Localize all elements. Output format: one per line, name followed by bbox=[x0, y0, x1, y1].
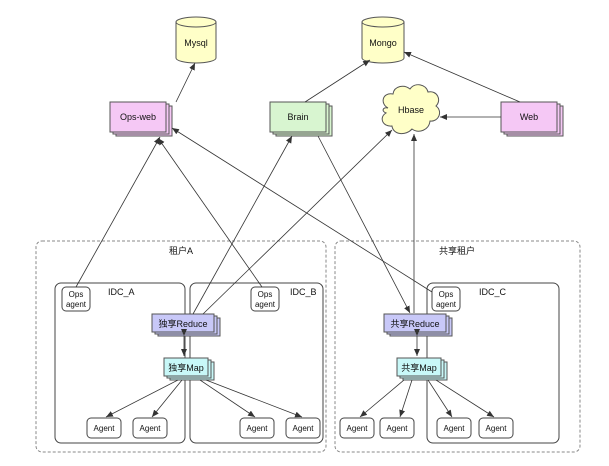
ops-agent-a: Ops agent bbox=[61, 286, 91, 312]
dedicated-map-box: 独享Map bbox=[163, 357, 215, 381]
shared-map-box: 共享Map bbox=[396, 357, 448, 381]
ops-agent-b-line1: Ops bbox=[258, 290, 273, 299]
agent-a1-label: Agent bbox=[94, 424, 116, 433]
region-shared-tenant bbox=[334, 240, 581, 453]
brain-box: Brain bbox=[269, 101, 333, 137]
edge-web-mongo bbox=[403, 51, 521, 103]
agent-c1-label: Agent bbox=[444, 424, 466, 433]
agent-s1: Agent bbox=[339, 417, 375, 439]
edge-opsagent-a-opsweb bbox=[75, 136, 161, 288]
edge-dmap-agent-b1 bbox=[199, 379, 256, 418]
ops-agent-c-line1: Ops bbox=[439, 290, 454, 299]
mongo-label: Mongo bbox=[369, 38, 397, 48]
region-tenant-a-label: 租户A bbox=[169, 245, 193, 256]
edge-smap-agent-c2 bbox=[435, 379, 495, 418]
idc-a-label: IDC_A bbox=[108, 287, 135, 297]
web-label: Web bbox=[520, 112, 538, 122]
ops-web-box: Ops-web bbox=[109, 101, 173, 137]
agent-c2: Agent bbox=[478, 417, 514, 439]
connections bbox=[75, 51, 521, 418]
edge-dreduce-hbase bbox=[202, 129, 393, 315]
idc-b-label: IDC_B bbox=[290, 287, 317, 297]
agent-s2: Agent bbox=[379, 417, 415, 439]
ops-agent-a-line1: Ops bbox=[69, 290, 84, 299]
agent-b2-label: Agent bbox=[293, 424, 315, 433]
agent-s1-label: Agent bbox=[347, 424, 369, 433]
agent-b1: Agent bbox=[239, 417, 275, 439]
shared-map-label: 共享Map bbox=[401, 362, 437, 373]
agent-b1-label: Agent bbox=[247, 424, 269, 433]
dedicated-reduce-label: 独享Reduce bbox=[158, 318, 207, 329]
dedicated-reduce-box: 独享Reduce bbox=[151, 313, 221, 337]
ops-agent-b: Ops agent bbox=[250, 286, 280, 312]
agent-a2: Agent bbox=[132, 417, 168, 439]
edge-smap-agent-c1 bbox=[427, 379, 453, 418]
edge-dreduce-brain bbox=[192, 135, 293, 315]
brain-label: Brain bbox=[287, 112, 308, 122]
edge-brain-mongo bbox=[304, 59, 371, 103]
hbase-label: Hbase bbox=[398, 105, 424, 115]
agent-a2-label: Agent bbox=[140, 424, 162, 433]
edge-opsweb-mysql bbox=[175, 62, 196, 103]
edge-dmap-agent-a2 bbox=[151, 379, 183, 418]
region-tenant-a bbox=[35, 240, 327, 453]
edge-opsagent-c-opsweb bbox=[171, 127, 433, 293]
ops-agent-a-line2: agent bbox=[66, 300, 87, 309]
dedicated-map-label: 独享Map bbox=[168, 362, 204, 373]
agent-c2-label: Agent bbox=[486, 424, 508, 433]
edge-brain-sreduce bbox=[317, 135, 411, 314]
agent-b2: Agent bbox=[285, 417, 321, 439]
hbase-cloud: Hbase bbox=[381, 84, 441, 134]
idc-c-label: IDC_C bbox=[479, 287, 507, 297]
mongo-database: Mongo bbox=[361, 16, 405, 64]
shared-reduce-label: 共享Reduce bbox=[390, 318, 439, 329]
agent-c1: Agent bbox=[436, 417, 472, 439]
edge-dmap-agent-a1 bbox=[105, 379, 179, 418]
edge-smap-agent-s2 bbox=[399, 379, 413, 418]
mysql-database: Mysql bbox=[175, 16, 217, 64]
agent-s2-label: Agent bbox=[387, 424, 409, 433]
region-shared-tenant-label: 共享租户 bbox=[439, 245, 475, 256]
edge-opsagent-b-opsweb bbox=[157, 137, 263, 288]
ops-agent-c-line2: agent bbox=[436, 300, 457, 309]
edge-dmap-agent-b2 bbox=[205, 379, 303, 418]
ops-agent-c: Ops agent bbox=[431, 286, 461, 312]
shared-reduce-box: 共享Reduce bbox=[383, 313, 453, 337]
edge-smap-agent-s1 bbox=[359, 379, 405, 418]
web-box: Web bbox=[500, 101, 564, 137]
ops-agent-b-line2: agent bbox=[255, 300, 276, 309]
mysql-label: Mysql bbox=[184, 38, 208, 48]
ops-web-label: Ops-web bbox=[120, 112, 156, 122]
agent-a1: Agent bbox=[86, 417, 122, 439]
